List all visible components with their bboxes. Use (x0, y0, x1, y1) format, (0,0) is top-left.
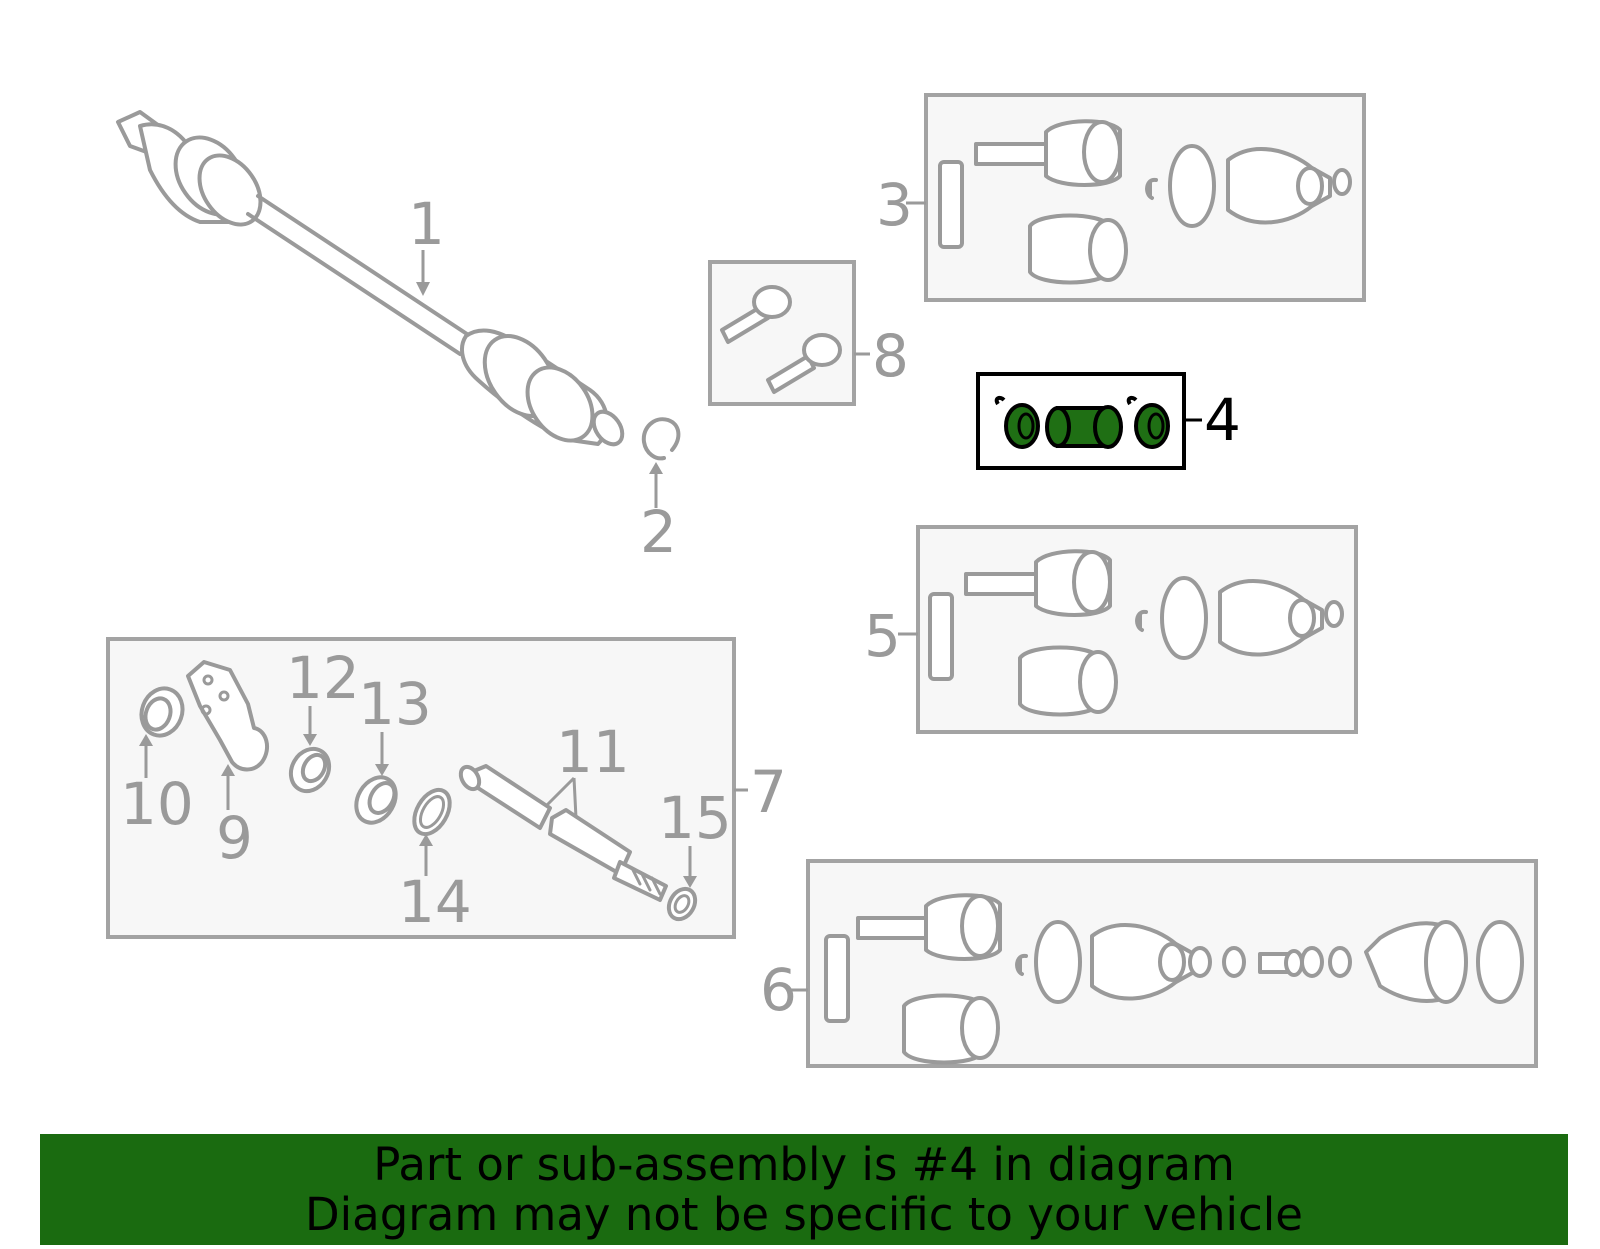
callout-2: 2 (640, 498, 677, 566)
part-2-snap-ring[interactable] (641, 417, 681, 461)
callout-4: 4 (1204, 386, 1241, 454)
part-4-boot-clamps (994, 395, 1170, 449)
part-14-ring (412, 787, 452, 837)
callout-15: 15 (658, 784, 732, 852)
part-13-bearing (354, 775, 398, 825)
part-15-washer (666, 886, 698, 922)
banner-line-1: Part or sub-assembly is #4 in diagram (373, 1137, 1235, 1191)
callout-12: 12 (286, 644, 360, 712)
callout-5: 5 (864, 602, 901, 670)
banner-line-2: Diagram may not be specific to your vehi… (305, 1187, 1303, 1241)
callout-14: 14 (398, 868, 472, 936)
part-5-cv-kit (928, 549, 1344, 717)
part-12-bearing (288, 746, 332, 794)
callout-10: 10 (120, 770, 194, 838)
callout-13: 13 (358, 670, 432, 738)
part-8-bolts (720, 285, 842, 394)
callout-11: 11 (556, 718, 630, 786)
part-11-inner-shaft (458, 764, 668, 902)
callout-7: 7 (750, 758, 787, 826)
callout-9: 9 (216, 804, 253, 872)
callout-8: 8 (872, 322, 909, 390)
part-6-cv-kit (824, 893, 1524, 1065)
info-banner: Part or sub-assembly is #4 in diagram Di… (40, 1134, 1568, 1245)
part-10-seal (139, 686, 185, 738)
callout-1: 1 (408, 190, 445, 258)
callout-3: 3 (876, 171, 913, 239)
part-9-bracket (186, 660, 270, 772)
part-3-cv-kit (938, 119, 1352, 285)
part-1-axle-shaft[interactable] (116, 110, 628, 453)
